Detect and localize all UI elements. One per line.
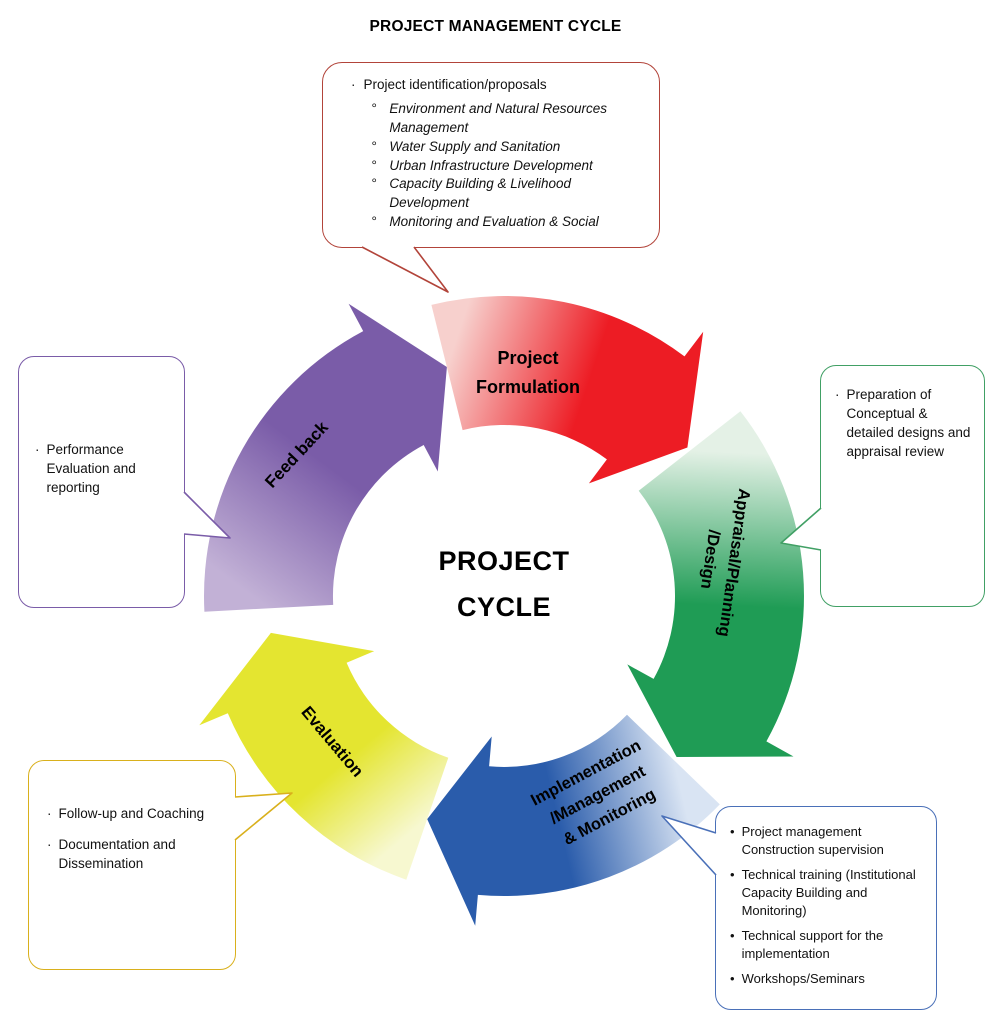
callout-project-identification: · Project identification/proposals ° Env… [322,62,660,248]
bullet-ring: ° [371,157,377,173]
list-item-text: Technical training (Institutional Capaci… [741,866,916,918]
bullet-dot: · [351,77,356,92]
bullet-dot: • [730,824,735,839]
bullet-dot: · [835,387,840,402]
list-item-text: Environment and Natural Resources Manage… [389,100,608,135]
list-item-text: Performance Evaluation and reporting [46,442,136,495]
list-item-text: Follow-up and Coaching [58,806,205,821]
cycle-arrow-implementation [427,714,720,926]
list-item: ° Water Supply and Sanitation [371,138,651,157]
list-item-text: Water Supply and Sanitation [389,138,561,154]
callout-sub-list: ° Environment and Natural Resources Mana… [351,100,651,232]
list-item: • Technical support for the implementati… [730,927,928,963]
label-line: Formulation [476,377,580,397]
callout-appraisal-design: · Preparation of Conceptual & detailed d… [820,365,985,607]
center-line-1: PROJECT [438,546,570,576]
cycle-arrow-evaluation [199,632,449,880]
list-item-text: Urban Infrastructure Development [389,157,593,173]
list-item: ° Environment and Natural Resources Mana… [371,100,651,138]
arrow-label-project-formulation: Project Formulation [428,344,628,402]
callout-performance-evaluation: · Performance Evaluation and reporting [18,356,185,608]
bullet-dot: • [730,927,735,943]
bullet-dot: · [47,836,52,852]
bullet-dot: · [47,806,52,821]
list-item-text: Preparation of Conceptual & detailed des… [846,387,971,459]
cycle-arrow-formulation [431,295,704,484]
cycle-arrow-appraisal [627,411,804,757]
list-item: • Workshops/Seminars [730,970,928,988]
list-item-text: Documentation and Dissemination [58,836,176,871]
list-item: · Performance Evaluation and reporting [35,441,174,498]
list-item: • Project management Construction superv… [730,823,928,859]
bullet-dot: • [730,970,735,986]
list-item-text: Capacity Building & Livelihood Developme… [389,176,572,211]
list-item: • Technical training (Institutional Capa… [730,866,928,920]
callout-title: Project identification/proposals [363,77,547,92]
bullet-ring: ° [371,176,377,192]
bullet-dot: · [35,442,40,457]
list-item-text: Technical support for the implementation [741,927,884,961]
cycle-center-label: PROJECT CYCLE [394,538,614,630]
bullet-ring: ° [371,138,377,154]
bullet-ring: ° [371,214,377,230]
cycle-arrow-feedback [203,303,447,612]
list-item: ° Capacity Building & Livelihood Develop… [371,175,651,213]
list-item-text: Workshops/Seminars [741,970,865,986]
bullet-dot: • [730,866,735,882]
bullet-ring: ° [371,100,377,116]
list-item: · Preparation of Conceptual & detailed d… [835,386,974,462]
list-item: · Follow-up and Coaching [47,805,223,824]
list-item: ° Urban Infrastructure Development [371,157,651,176]
list-item: ° Monitoring and Evaluation & Social [371,213,651,232]
center-line-2: CYCLE [456,592,551,622]
label-line: Project [497,348,559,368]
page-title: PROJECT MANAGEMENT CYCLE [369,18,622,35]
callout-followup-coaching: · Follow-up and Coaching · Documentation… [28,760,236,970]
callout-project-management: • Project management Construction superv… [715,806,937,1010]
list-item-text: Monitoring and Evaluation & Social [389,214,599,230]
list-item: · Documentation and Dissemination [47,836,223,874]
list-item-text: Project management Construction supervis… [741,824,884,857]
